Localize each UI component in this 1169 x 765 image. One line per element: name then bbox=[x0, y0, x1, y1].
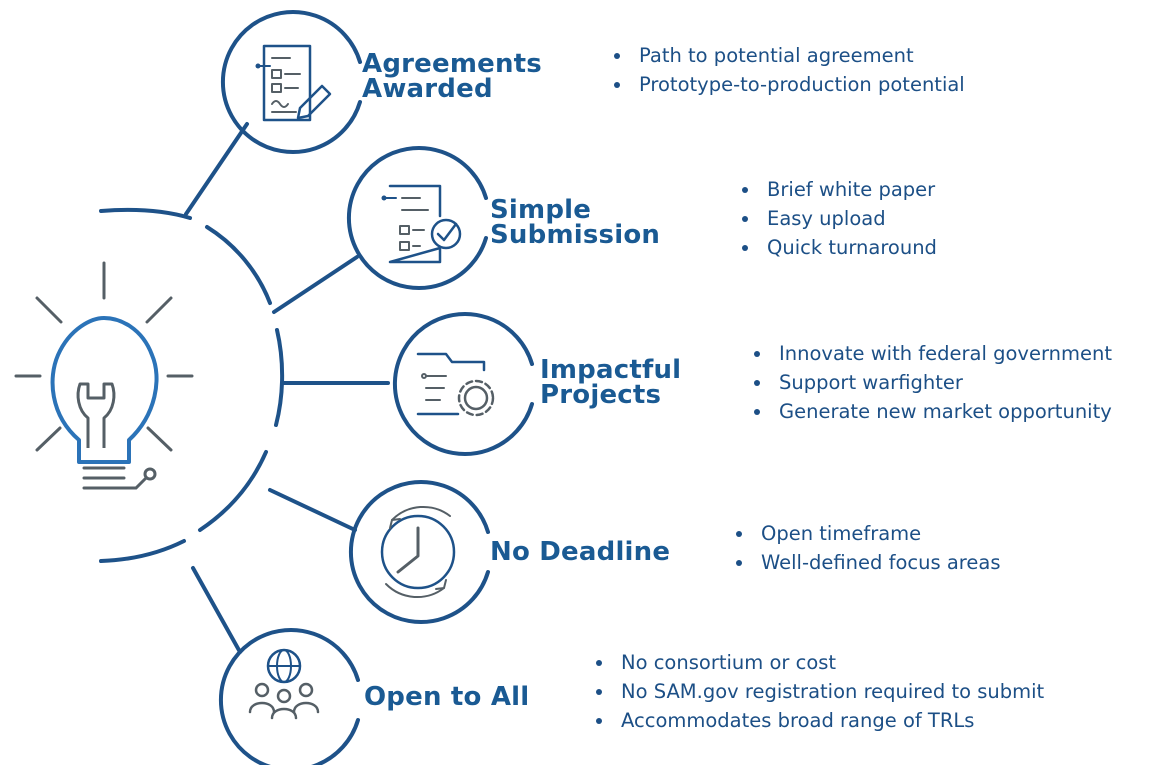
document-signature-icon bbox=[255, 44, 332, 122]
checklist-check-icon bbox=[381, 184, 462, 264]
bullet-item: Open timeframe bbox=[734, 519, 1000, 548]
bullet-item: No consortium or cost bbox=[594, 648, 1044, 677]
title-line: Simple bbox=[490, 195, 592, 225]
bullet-list-simple-submission: Brief white paper Easy upload Quick turn… bbox=[740, 175, 937, 262]
bullet-item: Innovate with federal government bbox=[752, 339, 1112, 368]
item-title-simple-submission: Simple Submission bbox=[490, 195, 661, 250]
item-title-agreements-awarded: Agreements Awarded bbox=[362, 49, 542, 104]
item-rings bbox=[218, 10, 534, 765]
globe-people-icon bbox=[248, 648, 320, 720]
bullet-item: No SAM.gov registration required to subm… bbox=[594, 677, 1044, 706]
bullet-item: Support warfighter bbox=[752, 368, 1112, 397]
folder-gear-icon bbox=[416, 352, 495, 417]
item-title-impactful-projects: Impactful Projects bbox=[540, 355, 682, 410]
bullet-item: Well-defined focus areas bbox=[734, 548, 1000, 577]
bullet-list-no-deadline: Open timeframe Well-defined focus areas bbox=[734, 519, 1000, 577]
title-line: Awarded bbox=[362, 74, 493, 104]
bullet-item: Accommodates broad range of TRLs bbox=[594, 706, 1044, 735]
bullet-item: Generate new market opportunity bbox=[752, 397, 1112, 426]
title-line: Submission bbox=[490, 220, 661, 250]
bullet-item: Prototype-to-production potential bbox=[612, 70, 965, 99]
title-line: Projects bbox=[540, 380, 662, 410]
clock-cycle-icon bbox=[380, 506, 456, 598]
item-title-open-to-all: Open to All bbox=[364, 682, 530, 712]
bullet-list-agreements-awarded: Path to potential agreement Prototype-to… bbox=[612, 41, 965, 99]
spoke-lines bbox=[184, 122, 390, 654]
bullet-item: Brief white paper bbox=[740, 175, 937, 204]
title-line: No Deadline bbox=[490, 537, 671, 567]
bullet-item: Path to potential agreement bbox=[612, 41, 965, 70]
bullet-item: Quick turnaround bbox=[740, 233, 937, 262]
item-title-no-deadline: No Deadline bbox=[490, 537, 671, 567]
bullet-list-open-to-all: No consortium or cost No SAM.gov registr… bbox=[594, 648, 1044, 735]
title-line: Open to All bbox=[364, 682, 530, 712]
title-line: Agreements bbox=[362, 49, 542, 79]
bullet-list-impactful-projects: Innovate with federal government Support… bbox=[752, 339, 1112, 426]
hub-arc bbox=[99, 207, 285, 563]
lightbulb-wrench-icon bbox=[14, 261, 194, 490]
bullet-item: Easy upload bbox=[740, 204, 937, 233]
title-line: Impactful bbox=[540, 355, 682, 385]
